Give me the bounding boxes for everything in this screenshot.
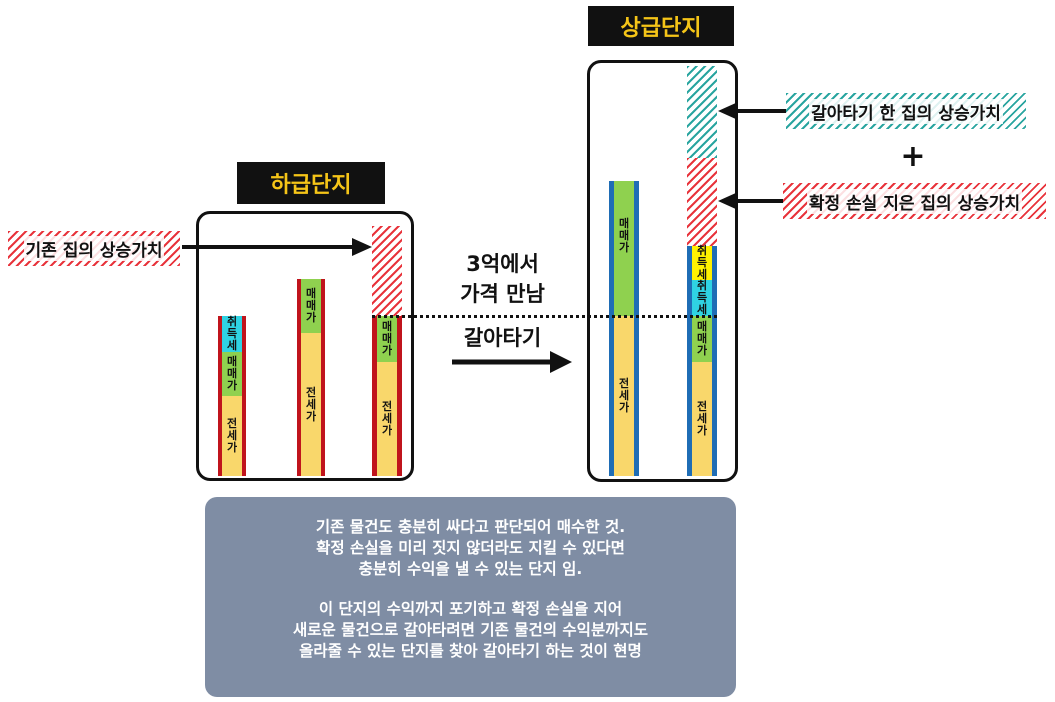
price-meet-caption-line1: 3억에서	[466, 252, 539, 276]
switch-caption: 갈아타기	[463, 326, 542, 350]
loss-gain-label: 확정 손실 지은 집의 상승가치	[783, 183, 1046, 219]
high-bar-2-loss-gain-hatch	[687, 158, 717, 246]
price-meeting-dotted-line	[372, 315, 717, 318]
existing-gain-label: 기존 집의 상승가치	[8, 231, 180, 266]
price-meet-caption-line2: 가격 만남	[460, 282, 545, 306]
switch-arrow-icon	[452, 351, 572, 373]
high-bar-2-new-gain-hatch	[687, 66, 717, 158]
low-complex-title: 하급단지	[237, 162, 385, 204]
summary-p2-line3: 올라줄 수 있는 단지를 찾아 갈아타기 하는 것이 현명	[299, 642, 642, 660]
plus-sign: +	[900, 139, 926, 174]
summary-p2-line1: 이 단지의 수익까지 포기하고 확정 손실을 지어	[318, 600, 623, 618]
summary-p1-line1: 기존 물건도 충분히 싸다고 판단되어 매수한 것.	[315, 518, 626, 536]
summary-p1-line2: 확정 손실을 미리 짓지 않더라도 지킬 수 있다면	[316, 539, 625, 557]
new-gain-label: 갈아타기 한 집의 상승가치	[786, 93, 1026, 129]
summary-p2-line2: 새로운 물건으로 갈아타려면 기존 물건의 수익분까지도	[293, 621, 648, 639]
high-complex-title: 상급단지	[588, 6, 734, 46]
summary-box: 기존 물건도 충분히 싸다고 판단되어 매수한 것. 확정 손실을 미리 짓지 …	[205, 497, 736, 697]
low-bar-3-gain-hatch	[372, 226, 402, 316]
summary-p1-line3: 충분히 수익을 낼 수 있는 단지 임.	[358, 560, 583, 578]
